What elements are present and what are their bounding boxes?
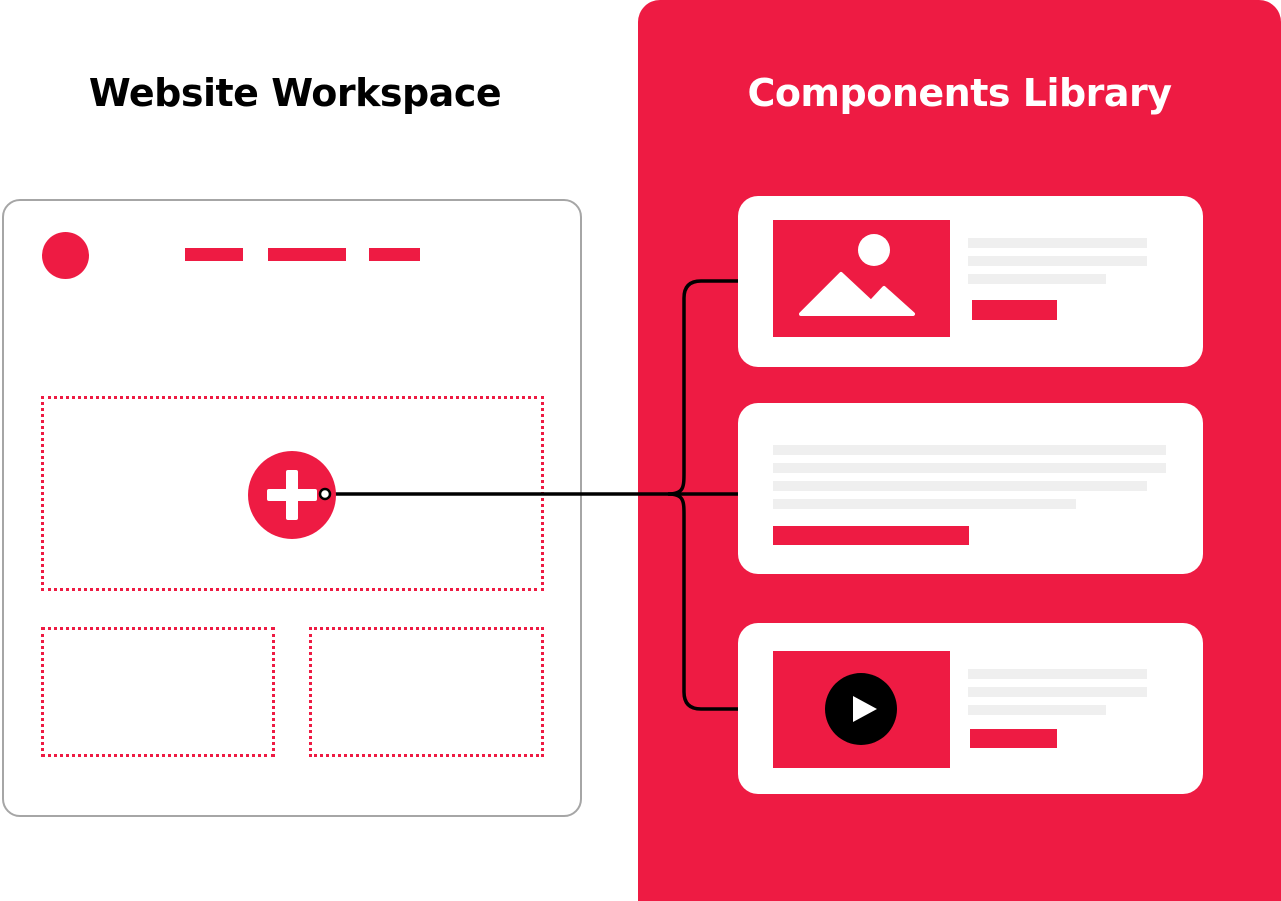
text-placeholder-line (968, 705, 1106, 715)
workspace-title: Website Workspace (88, 71, 502, 115)
text-placeholder-line (773, 463, 1166, 473)
text-placeholder-line (773, 481, 1147, 491)
nav-item-3[interactable] (369, 248, 420, 261)
card-button-placeholder (773, 526, 969, 545)
card-button-placeholder (970, 729, 1057, 748)
text-placeholder-line (968, 256, 1147, 266)
play-icon (825, 673, 897, 745)
image-component-card[interactable] (738, 196, 1203, 367)
nav-item-1[interactable] (185, 248, 243, 261)
image-icon (799, 234, 915, 316)
site-logo (42, 232, 89, 279)
text-placeholder-line (968, 238, 1147, 248)
nav-item-2[interactable] (268, 248, 346, 261)
add-component-button[interactable] (248, 451, 336, 539)
right-dropzone[interactable] (309, 627, 544, 757)
video-component-card[interactable] (738, 623, 1203, 794)
text-placeholder-line (968, 274, 1106, 284)
text-placeholder-line (773, 445, 1166, 455)
library-title: Components Library (747, 71, 1172, 115)
image-placeholder (773, 220, 950, 337)
text-placeholder-line (773, 499, 1076, 509)
left-dropzone[interactable] (41, 627, 275, 757)
text-placeholder-line (968, 687, 1147, 697)
text-component-card[interactable] (738, 403, 1203, 574)
card-button-placeholder (972, 300, 1057, 320)
video-placeholder (773, 651, 950, 768)
text-placeholder-line (968, 669, 1147, 679)
